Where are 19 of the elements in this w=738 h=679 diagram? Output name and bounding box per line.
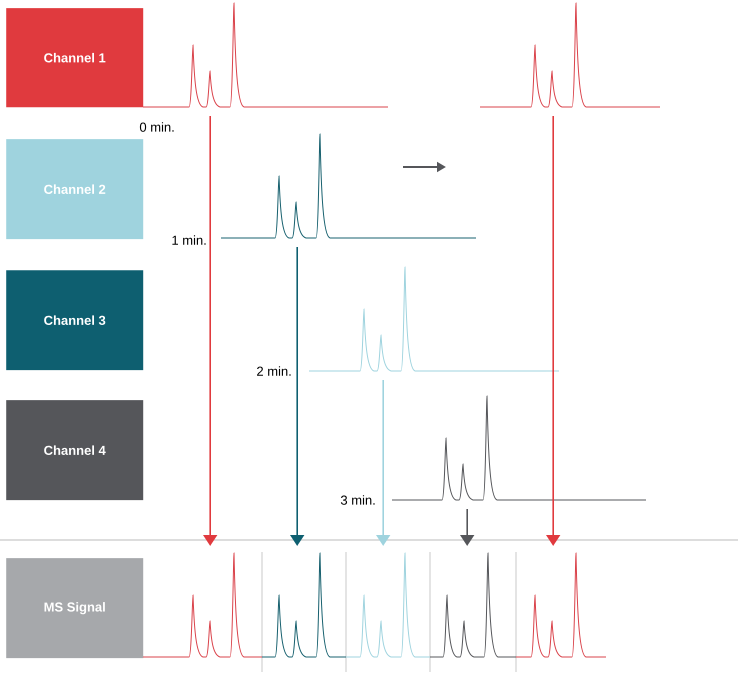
ms-signal-trace	[262, 552, 346, 658]
channel-box: Channel 2	[6, 139, 144, 240]
channel-box: Channel 4	[6, 400, 144, 500]
chromatogram-trace	[480, 2, 660, 108]
time-label: 3 min.	[340, 495, 375, 505]
chromatogram-trace	[392, 395, 546, 500]
time-label: 2 min.	[257, 366, 291, 376]
time-label: 1 min.	[172, 235, 206, 245]
chromatogram-trace	[142, 2, 388, 108]
ms-signal-trace	[142, 552, 262, 658]
ms-signal-trace	[430, 552, 516, 658]
ms-signal-trace	[516, 552, 606, 658]
chromatogram-trace	[220, 133, 476, 238]
channel-box: Channel 1	[6, 8, 144, 108]
ms-signal-trace	[346, 552, 430, 658]
channel-box: Channel 3	[6, 270, 144, 370]
channel-box: MS Signal	[6, 558, 144, 658]
time-label: 0 min.	[140, 122, 174, 132]
chromatogram-trace	[308, 266, 546, 372]
